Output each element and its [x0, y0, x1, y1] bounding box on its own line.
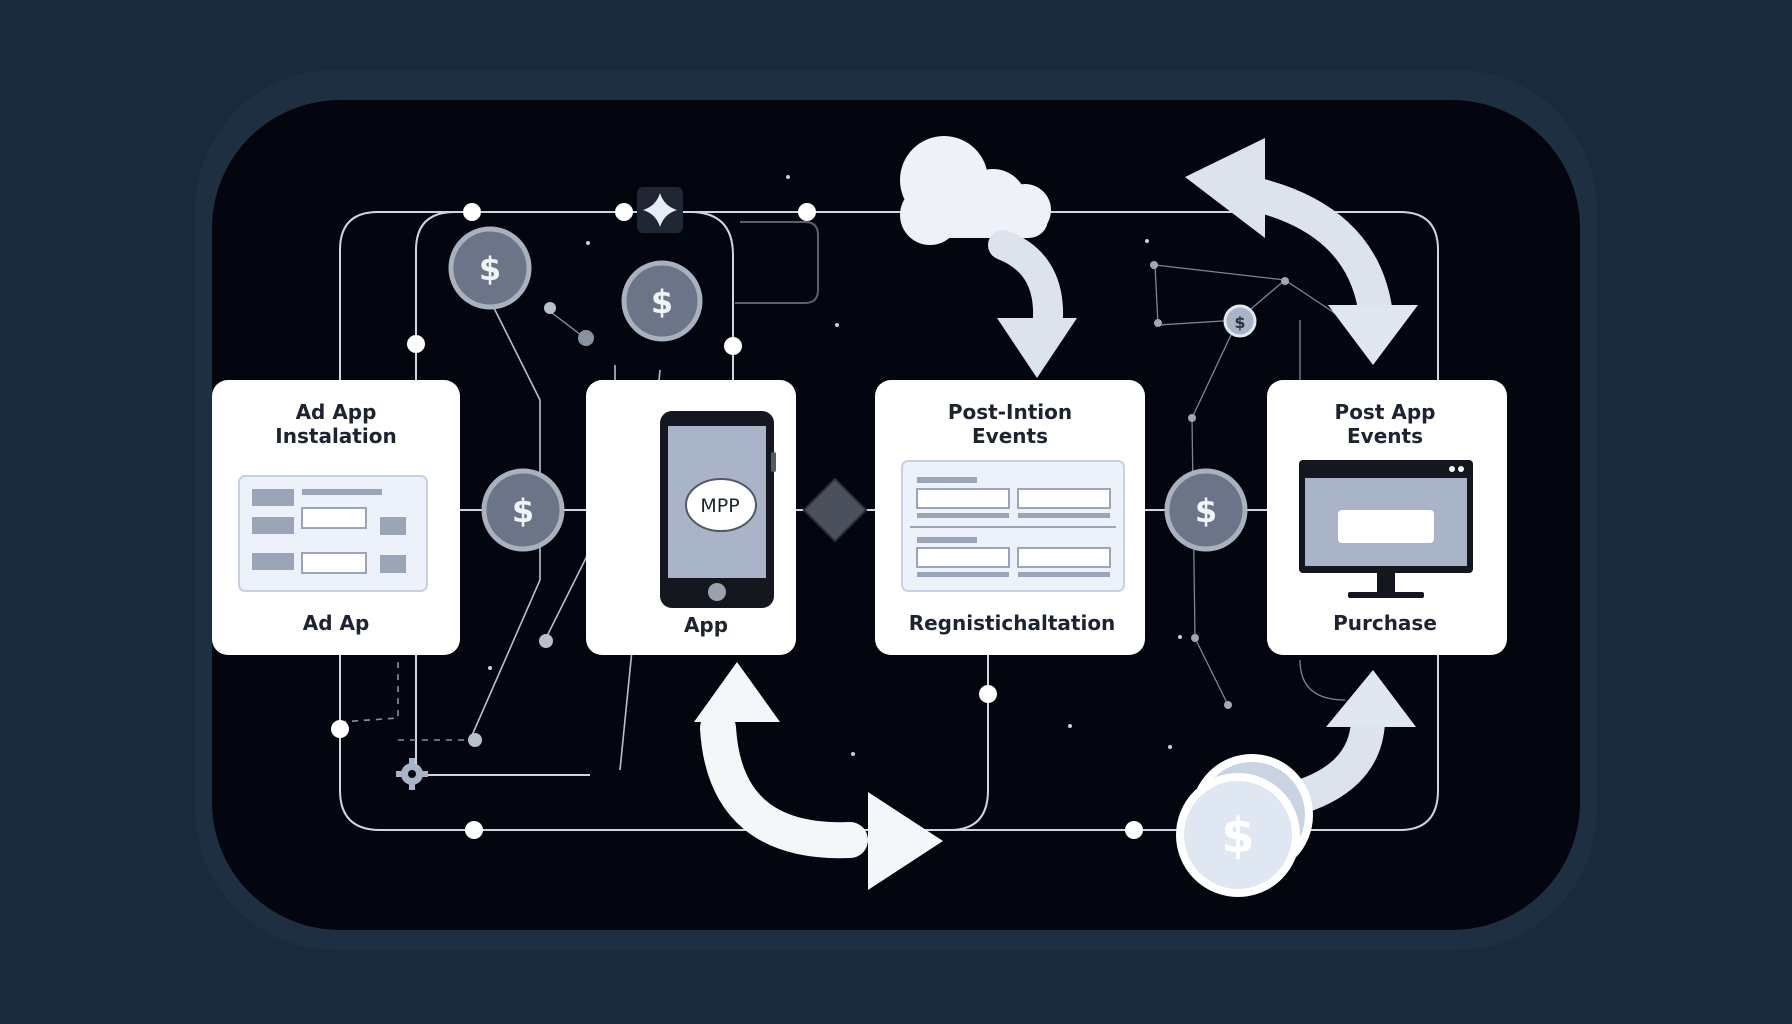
phone-icon: MPP: [660, 411, 776, 608]
card-app: MPP App: [586, 380, 796, 655]
card-title: Instalation: [275, 424, 396, 448]
coin: $: [1164, 468, 1248, 552]
card-caption: Purchase: [1333, 611, 1437, 635]
node-dot: [539, 634, 553, 648]
node-dot: [544, 302, 556, 314]
node-dot: [615, 203, 633, 221]
node-dot: [407, 335, 425, 353]
coin: $: [448, 226, 532, 310]
card-post-install-events: Post-Intion Events Regnistichaltation: [875, 380, 1145, 655]
node-dot: [468, 733, 482, 747]
card-title: Events: [972, 424, 1048, 448]
node-dot: [465, 821, 483, 839]
coin-symbol: $: [1195, 492, 1217, 530]
node-dot: [1150, 261, 1158, 269]
card-title: Post App: [1335, 400, 1436, 424]
node-dot: [1154, 319, 1162, 327]
card-caption: App: [684, 613, 728, 637]
sparkle-icon: [637, 187, 683, 233]
phone-bubble-text: MPP: [700, 495, 739, 517]
registration-form-illustration: [901, 460, 1125, 592]
node-dot: [1125, 821, 1143, 839]
node-dot: [463, 203, 481, 221]
coin-symbol: $: [1221, 808, 1254, 864]
form-illustration: [238, 475, 428, 592]
arrow-cloud-to-post-install: [988, 230, 1063, 345]
card-title: Post-Intion: [948, 400, 1072, 424]
connector-nodes: [331, 203, 1289, 839]
star-particles: [488, 175, 1182, 756]
node-dot: [979, 685, 997, 703]
card-caption: Regnistichaltation: [909, 611, 1116, 635]
node-dot: [1191, 634, 1199, 642]
node-dot: [578, 330, 594, 346]
node-dot: [1281, 277, 1289, 285]
cloud-icon: [900, 136, 1051, 245]
card-title: Ad App: [296, 400, 377, 424]
coin: $: [621, 260, 703, 342]
coin-symbol: $: [1234, 313, 1245, 332]
gear-icon: [396, 758, 428, 790]
arrow-loop-top-right: [1233, 176, 1392, 325]
card-caption: Ad Ap: [303, 611, 370, 635]
monitor-icon: [1299, 460, 1473, 598]
arrow-heads: [694, 138, 1418, 890]
node-dot: [798, 203, 816, 221]
coin-stack: $: [1176, 754, 1313, 897]
card-post-app-events: Post App Events Purchase: [1267, 380, 1507, 655]
diamond-connector: [802, 477, 868, 543]
arrow-app-loop: [700, 710, 868, 859]
node-dot: [724, 337, 742, 355]
coin: $: [481, 468, 565, 552]
card-ad-app-install: Ad App Instalation Ad Ap: [212, 380, 460, 655]
card-title: Events: [1347, 424, 1423, 448]
coin-symbol: $: [479, 250, 501, 288]
message-bubble: [685, 478, 757, 532]
node-dot: [331, 720, 349, 738]
node-dot: [1224, 701, 1232, 709]
coin-symbol: $: [651, 283, 673, 321]
node-dot: [1188, 414, 1196, 422]
coin: $: [1223, 304, 1257, 338]
coin-symbol: $: [512, 492, 534, 530]
